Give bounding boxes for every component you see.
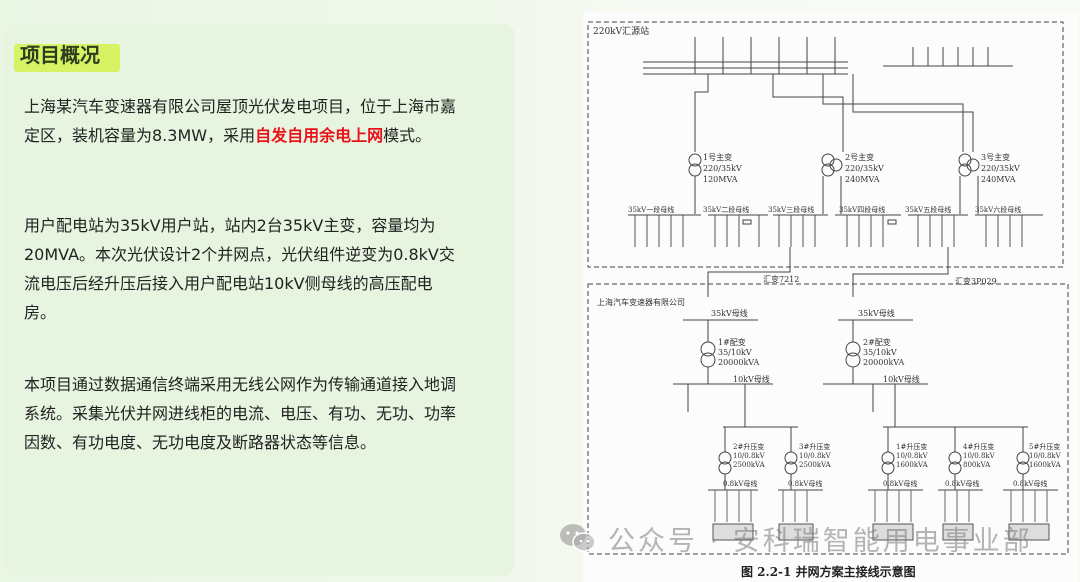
- low-bus-5: 0.8kV母线: [1013, 479, 1047, 488]
- stepup-1-capacity: 1600kVA: [896, 461, 929, 469]
- stepup-3-capacity: 2500kVA: [799, 461, 832, 469]
- dist-transformer-1-capacity: 20000kVA: [718, 358, 760, 367]
- user-bus-35kv-2: 35kV母线: [858, 308, 895, 318]
- wiring-diagram-svg: 220kV汇源站 1号主变 220/35kV 120MVA 2号主变 220/3…: [587, 21, 1069, 555]
- dist-transformer-2-name: 2#配变: [863, 337, 891, 347]
- stepup-4-name: 4#升压变: [963, 442, 994, 451]
- stepup-1-ratio: 10/0.8kV: [896, 452, 929, 460]
- user-station-box: [587, 283, 1069, 555]
- dist-transformer-1-name: 1#配变: [718, 337, 746, 347]
- transformer-1-ratio: 220/35kV: [703, 164, 742, 173]
- figure-caption: 图 2.2-1 并网方案主接线示意图: [741, 565, 916, 579]
- user-bus-35kv-1: 35kV母线: [711, 308, 748, 318]
- stepup-2-capacity: 2500kVA: [733, 461, 766, 469]
- stepup-2-name: 2#升压变: [733, 442, 764, 451]
- transformer-3-name: 3号主变: [981, 152, 1010, 162]
- transformer-2-capacity: 240MVA: [845, 175, 880, 184]
- bus-35kv-6-label: 35kV六段母线: [975, 205, 1021, 214]
- section-header: 项目概况: [14, 40, 120, 72]
- low-bus-1: 0.8kV母线: [723, 479, 757, 488]
- bus-35kv-3-label: 35kV三段母线: [768, 205, 814, 214]
- stepup-5-ratio: 10/0.8kV: [1029, 452, 1062, 460]
- paragraph-communication: 本项目通过数据通信终端采用无线公网作为传输通道接入地调系统。采集光伏并网进线柜的…: [24, 375, 457, 452]
- tie-line-1-label: 汇变7212: [763, 274, 799, 284]
- stepup-5-capacity: 1600kVA: [1029, 461, 1062, 469]
- stepup-5-name: 5#升压变: [1029, 442, 1060, 451]
- watermark-text: 公众号 · 安科瑞智能用电事业部: [608, 525, 1033, 557]
- user-company-label: 上海汽车变速器有限公司: [597, 297, 685, 307]
- dist-transformer-1-ratio: 35/10kV: [718, 348, 752, 357]
- stepup-3-ratio: 10/0.8kV: [799, 452, 832, 460]
- transformer-3-capacity: 240MVA: [981, 175, 1016, 184]
- section-title: 项目概况: [20, 43, 100, 67]
- tie-line-2-label: 汇变3P029: [955, 276, 997, 286]
- transformer-3-ratio: 220/35kV: [981, 164, 1020, 173]
- bus-35kv-5-label: 35kV五段母线: [905, 205, 951, 214]
- stepup-1-name: 1#升压变: [896, 442, 927, 451]
- transformer-1-name: 1号主变: [703, 152, 732, 162]
- transformer-2-name: 2号主变: [845, 152, 874, 162]
- low-bus-4: 0.8kV母线: [945, 479, 979, 488]
- low-bus-2: 0.8kV母线: [788, 479, 822, 488]
- stepup-4-capacity: 800kVA: [963, 461, 991, 469]
- upper-station-label: 220kV汇源站: [593, 25, 649, 37]
- highlight-mode-text: 自发自用余电上网: [255, 126, 384, 145]
- paragraph-substation: 用户配电站为35kV用户站，站内2台35kV主变，容量均为20MVA。本次光伏设…: [24, 216, 455, 322]
- user-bus-10kv-1: 10kV母线: [733, 374, 770, 384]
- wiring-diagram: 220kV汇源站 1号主变 220/35kV 120MVA 2号主变 220/3…: [583, 12, 1078, 582]
- stepup-2-ratio: 10/0.8kV: [733, 452, 766, 460]
- watermark: 公众号 · 安科瑞智能用电事业部: [558, 520, 1033, 557]
- transformer-2-ratio: 220/35kV: [845, 164, 884, 173]
- bus-35kv-2-label: 35kV二段母线: [703, 205, 749, 214]
- paragraph-project: 上海某汽车变速器有限公司屋顶光伏发电项目，位于上海市嘉定区，装机容量为8.3MW…: [24, 92, 464, 150]
- stepup-4-ratio: 10/0.8kV: [963, 452, 996, 460]
- bus-35kv-1-label: 35kV一段母线: [628, 205, 674, 214]
- overview-card: [6, 24, 514, 576]
- low-bus-3: 0.8kV母线: [883, 479, 917, 488]
- transformer-1-capacity: 120MVA: [703, 175, 738, 184]
- user-bus-10kv-2: 10kV母线: [883, 374, 920, 384]
- paragraph-project-end: 模式。: [383, 126, 432, 145]
- bus-35kv-4-label: 35kV四段母线: [839, 205, 885, 214]
- title-highlight: [14, 44, 120, 72]
- paragraph-project-text: 上海某汽车变速器有限公司屋顶光伏发电项目，位于上海市嘉定区，装机容量为8.3MW…: [24, 97, 457, 145]
- stepup-3-name: 3#升压变: [799, 442, 830, 451]
- wechat-icon: [560, 524, 596, 552]
- dist-transformer-2-capacity: 20000kVA: [863, 358, 905, 367]
- dist-transformer-2-ratio: 35/10kV: [863, 348, 897, 357]
